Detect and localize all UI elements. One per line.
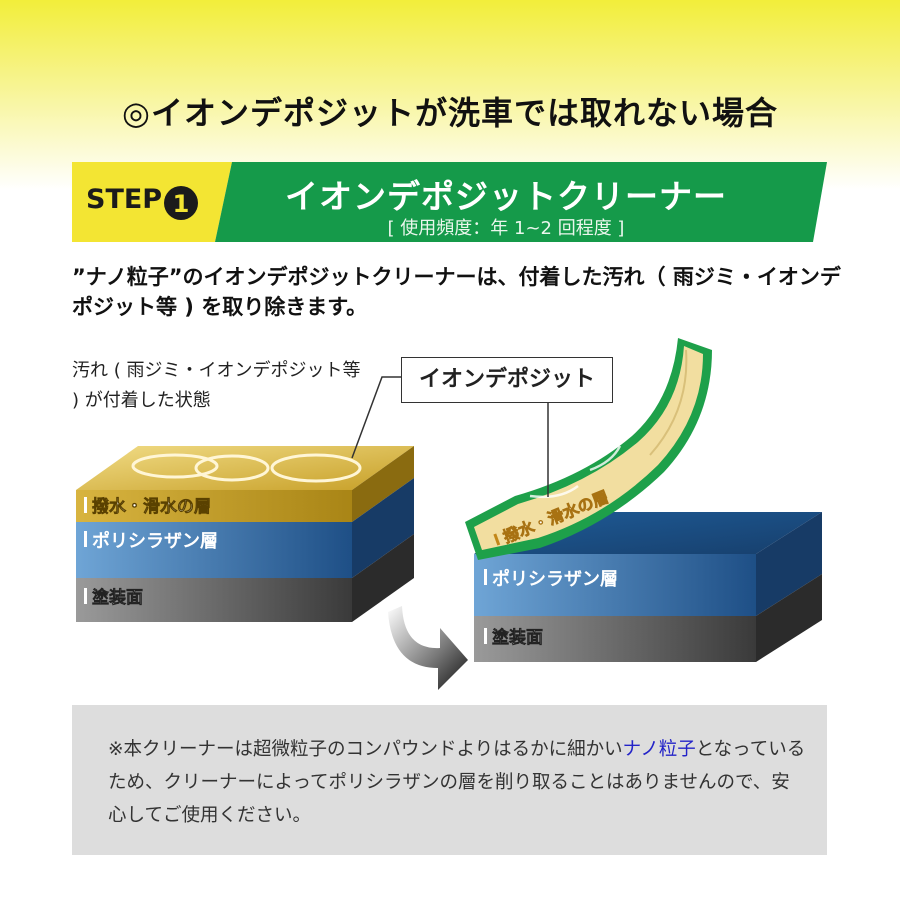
note-text-before: ※本クリーナーは超微粒子のコンパウンドよりはるかに細かい [108, 739, 623, 760]
right-paint-label: 塗装面 [492, 627, 543, 648]
peeled-water-layer: I 撥水・滑水の層 [465, 338, 712, 560]
dirt-leader-line [351, 376, 402, 459]
left-layer-block: 撥水・滑水の層 ポリシラザン層 塗装面 [76, 446, 414, 622]
dirt-state-note: 汚れ ( 雨ジミ・イオンデポジット等 ) が付着した状態 [72, 360, 361, 411]
description-text: ”ナノ粒子”のイオンデポジットクリーナーは、付着した汚れ（ 雨ジミ・イオンデポジ… [72, 265, 841, 319]
page-headline: ◎イオンデポジットが洗車では取れない場合 [122, 94, 778, 132]
stain-ring-2 [194, 454, 270, 482]
step-title: イオンデポジットクリーナー [285, 177, 727, 216]
step-label: STEP [86, 184, 163, 215]
ion-deposit-callout: イオンデポジット [401, 357, 613, 403]
step-subtitle: [ 使用頻度：年 1~2 回程度 ] [387, 218, 625, 239]
stain-ring-3 [270, 453, 362, 483]
stain-ring-1 [131, 453, 219, 479]
note-text: ※本クリーナーは超微粒子のコンパウンドよりはるかに細かいナノ粒子となっているため… [108, 733, 808, 832]
note-box [72, 705, 827, 855]
step-number-circle [164, 186, 198, 220]
left-polysilazane-label: ポリシラザン層 [92, 530, 218, 552]
step-banner: 1 [72, 162, 827, 242]
transition-arrow-icon [388, 606, 468, 690]
nano-particle-highlight: ナノ粒子 [622, 739, 696, 760]
step-number: 1 [173, 190, 190, 218]
note-text-after: となっているため、クリーナーによってポリシラザンの層を削り取ることはありませんの… [108, 739, 806, 826]
left-paint-label: 塗装面 [92, 587, 143, 608]
right-layer-block: ポリシラザン層 塗装面 [474, 512, 822, 662]
top-gradient-band [0, 0, 900, 190]
right-polysilazane-label: ポリシラザン層 [492, 568, 618, 590]
left-water-layer-label: 撥水・滑水の層 [92, 496, 211, 517]
